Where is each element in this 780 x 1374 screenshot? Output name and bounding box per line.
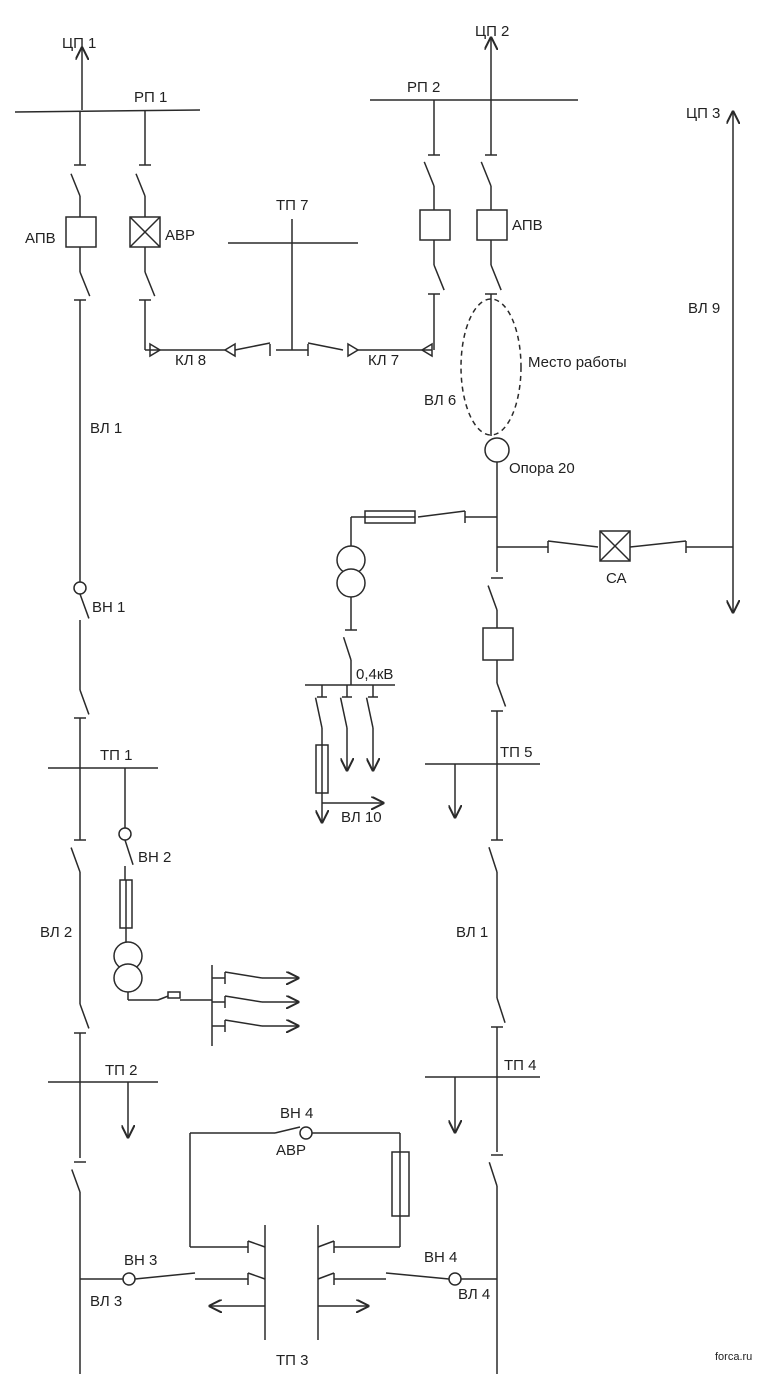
label-tp4: ТП 4 bbox=[504, 1057, 536, 1074]
vn4-bottom-switch-pivot bbox=[448, 1272, 462, 1286]
vl1-right-blade2 bbox=[496, 997, 506, 1023]
label-workplace: Место работы bbox=[528, 354, 627, 371]
tie-switch1-blade bbox=[547, 540, 599, 548]
vl3-blade bbox=[71, 1169, 81, 1193]
vn4-bottom-blade bbox=[385, 1272, 450, 1280]
tp3-right-in-blade bbox=[317, 1272, 335, 1280]
vn3-switch-pivot bbox=[122, 1272, 136, 1286]
label-sa: СА bbox=[606, 570, 627, 587]
label-tp5: ТП 5 bbox=[500, 744, 532, 761]
tp4-down-blade bbox=[488, 1161, 498, 1187]
vn2-blade bbox=[124, 839, 134, 865]
label-avr-top: АВР bbox=[165, 227, 195, 244]
label-vl1-left: ВЛ 1 bbox=[90, 420, 122, 437]
support20-pole bbox=[484, 437, 510, 463]
label-cp3: ЦП 3 bbox=[686, 105, 720, 122]
tp1-lv-breaker bbox=[167, 991, 181, 999]
tp7-right-switch-blade bbox=[307, 342, 344, 351]
avr-loop-right-blade bbox=[317, 1240, 335, 1248]
label-apv-right: АПВ bbox=[512, 217, 543, 234]
vn2-switch-pivot bbox=[118, 827, 132, 841]
label-vn3: ВН 3 bbox=[124, 1252, 157, 1269]
rp1-right-disconnector-blade bbox=[135, 173, 146, 197]
label-tp2: ТП 2 bbox=[105, 1062, 137, 1079]
branch-switch-blade bbox=[417, 510, 466, 518]
label-cp2: ЦП 2 bbox=[475, 23, 509, 40]
label-avr-bottom: АВР bbox=[276, 1142, 306, 1159]
kl8-end-right bbox=[223, 342, 236, 358]
rp2-right-blade2 bbox=[490, 264, 502, 291]
tp1-feeder1-blade bbox=[224, 971, 263, 979]
workplace-zone bbox=[460, 298, 522, 436]
label-tp3: ТП 3 bbox=[276, 1352, 308, 1369]
label-vn2: ВН 2 bbox=[138, 849, 171, 866]
label-cp1: ЦП 1 bbox=[62, 35, 96, 52]
vn4-top-blade bbox=[274, 1126, 301, 1134]
label-support20: Опора 20 bbox=[509, 460, 575, 477]
label-tp7: ТП 7 bbox=[276, 197, 308, 214]
tp1-transformer-bottom bbox=[113, 963, 143, 993]
rp2-left-blade2 bbox=[433, 264, 445, 291]
label-watermark: forca.ru bbox=[715, 1351, 752, 1363]
lv-feeder1-blade bbox=[314, 697, 323, 729]
label-vl1-right: ВЛ 1 bbox=[456, 924, 488, 941]
main-right-blade bbox=[487, 585, 498, 611]
label-vl6: ВЛ 6 bbox=[424, 392, 456, 409]
label-tp1: ТП 1 bbox=[100, 747, 132, 764]
rp2-left-blade bbox=[423, 161, 435, 187]
label-vn4-top: ВН 4 bbox=[280, 1105, 313, 1122]
label-vl4: ВЛ 4 bbox=[458, 1286, 490, 1303]
tp1-feeder3-blade bbox=[224, 1019, 263, 1027]
label-kl8: КЛ 8 bbox=[175, 352, 206, 369]
transformer-lv-blade bbox=[342, 636, 352, 661]
vl1-right-blade bbox=[488, 847, 498, 873]
vn1-switch-pivot bbox=[73, 581, 87, 595]
kl7-end-right bbox=[420, 342, 433, 358]
vl2-blade-2 bbox=[79, 1003, 90, 1029]
label-rp2: РП 2 bbox=[407, 79, 440, 96]
lv-feeder3-blade bbox=[365, 697, 374, 729]
rp1-left-disconnector-blade bbox=[70, 173, 81, 197]
tp7-left-switch-blade bbox=[234, 342, 271, 351]
label-vl3: ВЛ 3 bbox=[90, 1293, 122, 1310]
rp1-busbar bbox=[14, 109, 201, 113]
label-kv04: 0,4кВ bbox=[356, 666, 393, 683]
rp1-right-disconnector2-blade bbox=[144, 271, 156, 297]
label-rp1: РП 1 bbox=[134, 89, 167, 106]
rp2-right-blade bbox=[480, 161, 492, 187]
main-right-breaker bbox=[482, 627, 514, 661]
kl8-end-left bbox=[149, 342, 162, 358]
tie-switch2-blade bbox=[629, 540, 687, 548]
avr-breaker-cross-2 bbox=[129, 216, 161, 248]
label-apv-left: АПВ bbox=[25, 230, 56, 247]
transformer-bottom-winding bbox=[336, 568, 366, 598]
kl7-end-left bbox=[347, 342, 360, 358]
sa-breaker-cross-2 bbox=[599, 530, 631, 562]
label-kl7: КЛ 7 bbox=[368, 352, 399, 369]
lv-feeder2-blade bbox=[339, 697, 348, 729]
label-vl10: ВЛ 10 bbox=[341, 809, 382, 826]
avr-loop-left-blade bbox=[247, 1240, 266, 1248]
vn3-blade bbox=[134, 1272, 196, 1280]
label-vl2: ВЛ 2 bbox=[40, 924, 72, 941]
rp1-left-disconnector2-blade bbox=[79, 271, 91, 297]
tp3-left-in-blade bbox=[247, 1272, 266, 1280]
label-vl9: ВЛ 9 bbox=[688, 300, 720, 317]
vl2-blade bbox=[70, 847, 81, 873]
label-vn1: ВН 1 bbox=[92, 599, 125, 616]
label-vn4-bottom: ВН 4 bbox=[424, 1249, 457, 1266]
rp2-left-breaker bbox=[419, 209, 451, 241]
apv-left-breaker bbox=[65, 216, 97, 248]
vl1-left-blade-3 bbox=[79, 689, 90, 715]
vn1-blade bbox=[79, 593, 90, 619]
main-right-blade2 bbox=[496, 682, 507, 707]
vn4-top-switch-pivot bbox=[299, 1126, 313, 1140]
tp1-feeder2-blade bbox=[224, 995, 263, 1003]
apv-right-breaker bbox=[476, 209, 508, 241]
